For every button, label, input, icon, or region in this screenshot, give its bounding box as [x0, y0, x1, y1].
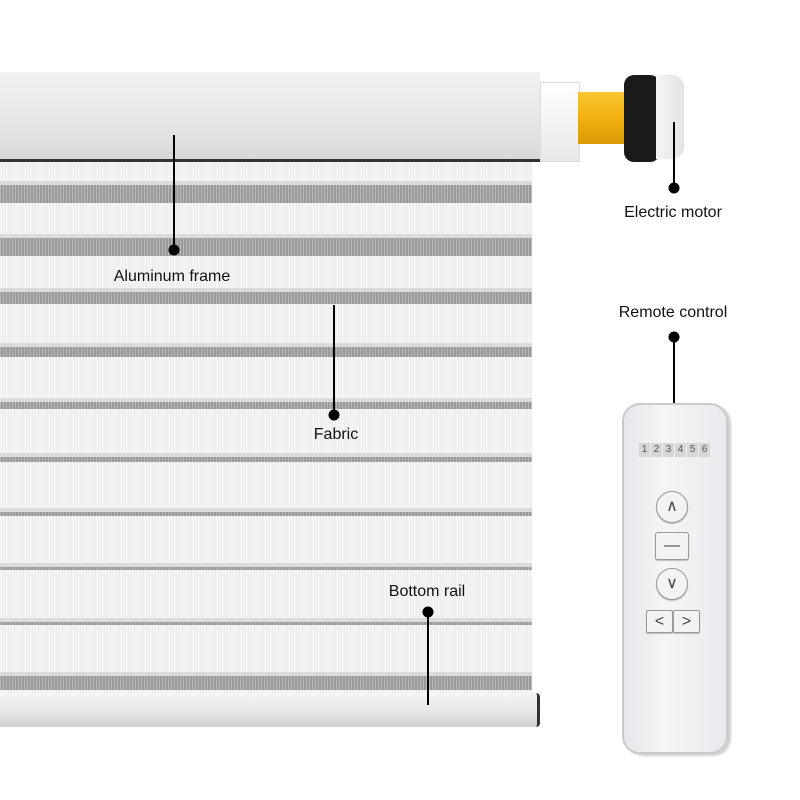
- fabric-band: [0, 288, 532, 304]
- remote-control: 1 2 3 4 5 6 ∧ — ∨ < >: [622, 403, 728, 754]
- remote-control-label: Remote control: [618, 304, 728, 321]
- bottom-rail: [0, 693, 540, 727]
- fabric-band: [0, 508, 532, 516]
- motor-ring: [624, 75, 660, 162]
- fabric-band: [0, 618, 532, 625]
- aluminum-frame-dot: [168, 244, 180, 256]
- fabric: [0, 162, 532, 694]
- fabric-band: [0, 672, 532, 690]
- aluminum-frame: [0, 72, 540, 162]
- fabric-label: Fabric: [313, 426, 359, 443]
- left-button[interactable]: <: [646, 610, 673, 633]
- channel-indicator: 6: [699, 443, 710, 457]
- channel-indicator: 1: [639, 443, 650, 457]
- electric-motor-label: Electric motor: [624, 204, 722, 221]
- fabric-dot: [328, 409, 340, 421]
- fabric-band: [0, 398, 532, 409]
- channel-indicator: 2: [651, 443, 662, 457]
- electric-motor: [540, 75, 690, 165]
- remote-control-leader: [673, 337, 675, 403]
- fabric-band: [0, 343, 532, 357]
- electric-motor-dot: [668, 182, 680, 194]
- motor-cap: [656, 75, 684, 159]
- right-button[interactable]: >: [673, 610, 700, 633]
- stop-button[interactable]: —: [655, 532, 689, 560]
- bottom-rail-label: Bottom rail: [388, 583, 466, 600]
- channel-indicator: 4: [675, 443, 686, 457]
- bottom-rail-leader: [427, 612, 429, 705]
- motor-housing: [540, 82, 580, 162]
- fabric-band: [0, 234, 532, 256]
- fabric-leader: [333, 305, 335, 415]
- up-button[interactable]: ∧: [656, 491, 688, 523]
- fabric-band: [0, 181, 532, 203]
- fabric-band: [0, 563, 532, 570]
- electric-motor-leader: [673, 122, 675, 188]
- channel-indicator: 5: [687, 443, 698, 457]
- aluminum-frame-leader: [173, 135, 175, 250]
- aluminum-frame-label: Aluminum frame: [113, 268, 231, 285]
- fabric-band: [0, 453, 532, 462]
- channel-indicator: 3: [663, 443, 674, 457]
- down-button[interactable]: ∨: [656, 568, 688, 600]
- motor-tube: [578, 92, 628, 144]
